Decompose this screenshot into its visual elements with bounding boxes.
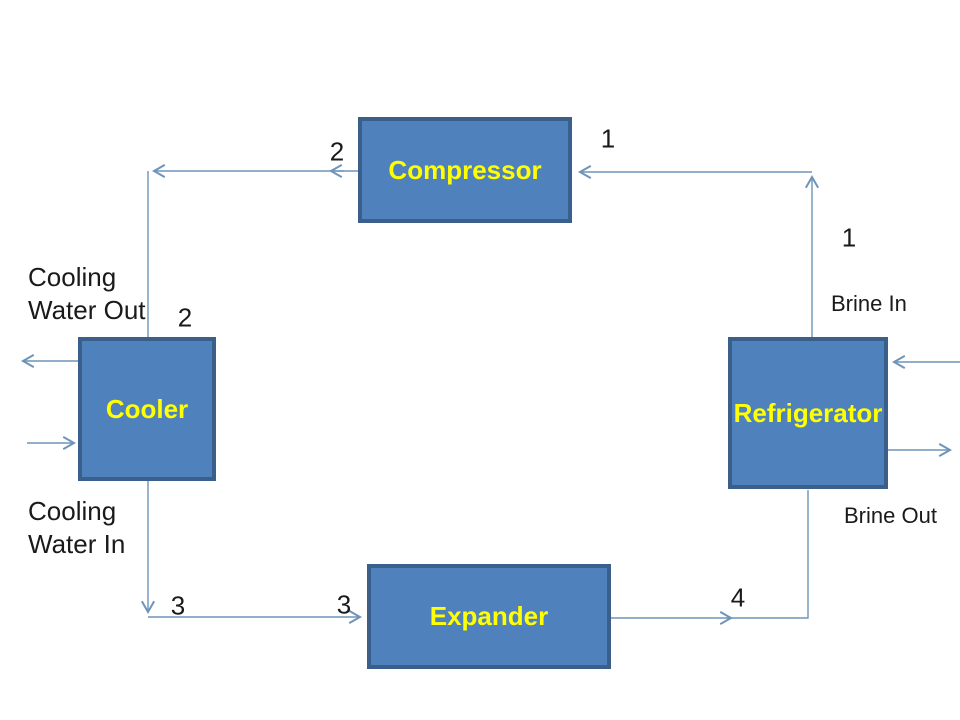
state-point-1-right: 1 [841,222,857,253]
block-refrigerator: Refrigerator [728,337,888,489]
block-refrigerator-label: Refrigerator [733,397,883,428]
block-compressor-label: Compressor [388,154,542,185]
cooling-water-in-line1: Cooling [28,496,117,526]
cooling-water-out-line2: Water Out [28,295,146,325]
block-cooler: Cooler [78,337,216,481]
state-point-2-top: 2 [329,136,345,167]
cooling-water-in-line2: Water In [28,529,126,559]
brine-out-label: Brine Out [844,503,937,528]
cooling-water-out-label: Cooling Water Out [28,261,146,327]
state-point-2-cooler: 2 [177,302,193,333]
state-point-1-top: 1 [600,123,616,154]
connector-expander-elbow [727,490,809,619]
state-point-3-cooler: 3 [170,590,186,621]
brine-in-label: Brine In [831,291,907,316]
cooling-water-in-label: Cooling Water In [28,495,125,561]
state-point-3-expander: 3 [336,589,352,620]
block-expander-label: Expander [429,601,549,631]
block-cooler-label: Cooler [105,393,189,424]
cooling-water-out-line1: Cooling [28,262,117,292]
state-point-4: 4 [730,582,746,613]
block-expander: Expander [367,564,611,669]
block-compressor: Compressor [358,117,572,223]
